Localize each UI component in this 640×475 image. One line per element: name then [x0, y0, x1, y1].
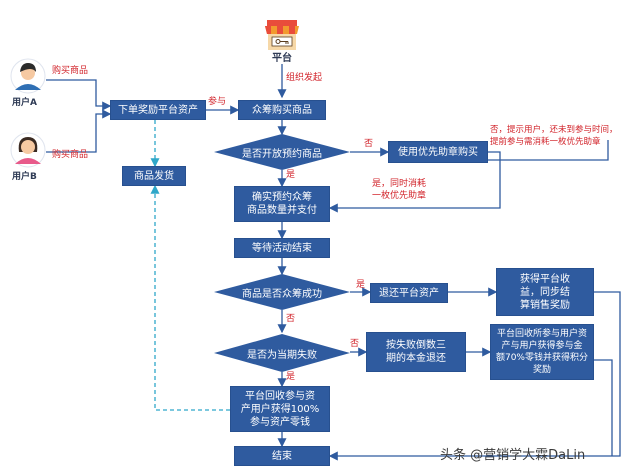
branch-yes-2: 是	[356, 280, 366, 290]
current-fail-decision: 是否为当期失败	[214, 334, 350, 372]
branch-yes-1: 是	[286, 170, 296, 180]
branch-yes-3: 是	[286, 372, 296, 382]
no-reserve-note: 否，提示用户，还未到参与时间， 提前参与需消耗一枚优先助章	[490, 125, 618, 147]
yes-consume-note: 是，同时消耗 一枚优先助章	[372, 179, 427, 201]
platform-label: 平台	[272, 53, 292, 64]
wait-end-box: 等待活动结束	[234, 238, 330, 258]
refund-by-count-box: 按失败倒数三 期的本金退还	[366, 332, 466, 372]
recycle-reward-box: 平台回收所参与用户资 产与用户获得参与金 额70%零钱并获得积分 奖励	[490, 324, 594, 380]
user-a-action: 购买商品	[52, 66, 89, 76]
store-icon	[263, 18, 301, 52]
return-assets-box: 退还平台资产	[370, 283, 448, 303]
current-fail-text: 是否为当期失败	[247, 349, 317, 361]
goods-ship-box: 商品发货	[122, 166, 186, 186]
organize-label: 组织发起	[286, 73, 323, 83]
end-box: 结束	[234, 446, 330, 466]
open-preorder-text: 是否开放预约商品	[242, 148, 322, 160]
watermark-text: 头条 @营销学大霖DaLin	[440, 448, 586, 463]
user-a-avatar	[10, 58, 46, 94]
user-b-label: 用户B	[12, 172, 37, 182]
user-a-label: 用户A	[12, 98, 37, 108]
order-reward-box: 下单奖励平台资产	[110, 100, 206, 120]
open-preorder-decision: 是否开放预约商品	[214, 134, 350, 170]
participate-label: 参与	[208, 97, 227, 107]
branch-no-2: 否	[286, 314, 296, 324]
branch-no-1: 否	[364, 139, 374, 149]
group-buy-box: 众筹购买商品	[238, 100, 326, 120]
crowd-success-text: 商品是否众筹成功	[242, 288, 322, 300]
user-b-action: 购买商品	[52, 150, 89, 160]
user-b-avatar	[10, 132, 46, 168]
crowd-success-decision: 商品是否众筹成功	[214, 274, 350, 310]
use-priority-box: 使用优先助章购买	[388, 141, 488, 163]
confirm-reserve-box: 确实预约众筹 商品数量并支付	[234, 186, 330, 222]
recycle-full-box: 平台回收参与资 产用户获得100% 参与资产零钱	[230, 386, 330, 432]
branch-no-3: 否	[350, 339, 360, 349]
gain-income-box: 获得平台收 益，同步结 算销售奖励	[496, 268, 594, 316]
